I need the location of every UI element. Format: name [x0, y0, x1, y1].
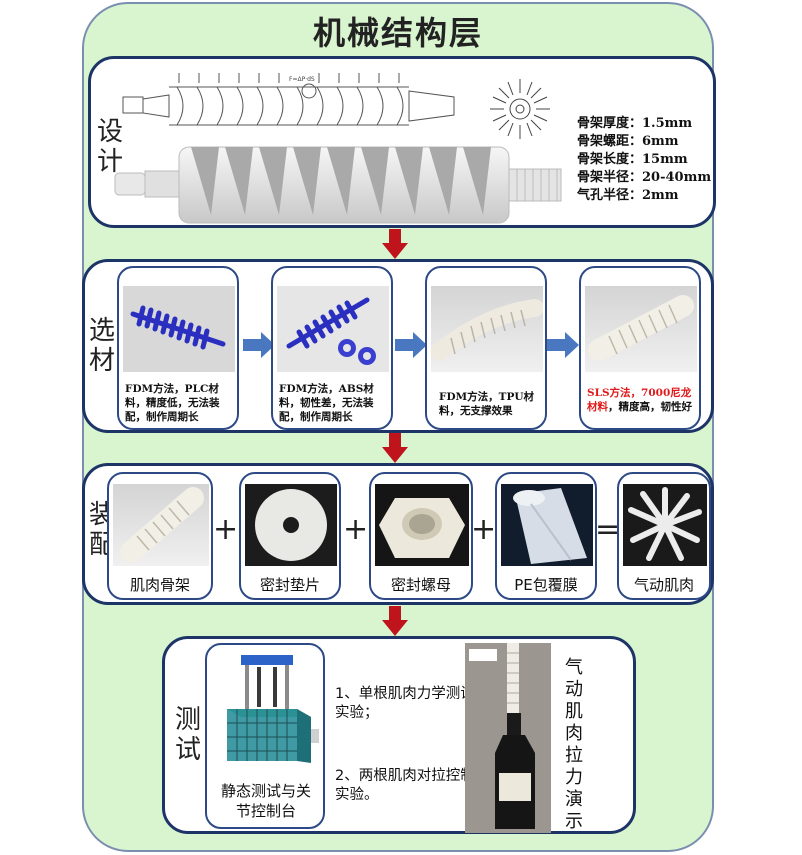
assembly-equals: = — [595, 512, 621, 547]
assembly-plus-2: + — [343, 512, 369, 547]
muscle-3d-render — [113, 143, 568, 227]
spec-pitch: 骨架螺距：6mm — [577, 134, 679, 149]
flow-arrow-down-2 — [382, 433, 408, 463]
page-title: 机械结构层 — [312, 14, 483, 52]
assembly-card-gasket: 密封垫片 — [239, 472, 341, 600]
pull-demo-caption: 气动肌肉拉力演示 — [565, 657, 583, 832]
material-caption-sls: SLS方法，7000尼龙材料，精度高，韧性好 — [587, 386, 699, 414]
assembly-plus-3: + — [471, 512, 497, 547]
material-section-label: 选材 — [88, 316, 115, 376]
material-card-pla: FDM方法，PLC材料，精度低，无法装配，制作周期长 — [117, 266, 239, 430]
blue-muscle-photo — [123, 286, 235, 372]
spec-hole-radius: 气孔半径：2mm — [577, 188, 679, 203]
result-muscles-photo — [623, 484, 707, 566]
assembly-card-nut: 密封螺母 — [369, 472, 473, 600]
material-caption-abs: FDM方法，ABS材料，韧性差，无法装配，制作周期长 — [279, 383, 374, 423]
assembly-label-film: PE包覆膜 — [514, 576, 578, 594]
flow-arrow-down-3 — [382, 606, 408, 636]
experiment-2: 2、两根肌肉对拉控制实验。 — [335, 768, 475, 803]
cross-section-drawing — [483, 67, 558, 142]
material-caption-pla: FDM方法，PLC材料，精度低，无法装配，制作周期长 — [125, 383, 220, 423]
skeleton-photo — [113, 484, 209, 566]
nut-photo — [375, 484, 469, 566]
flow-arrow-right-2 — [395, 332, 427, 358]
test-rig-render — [213, 653, 321, 765]
spec-radius: 骨架半径：20-40mm — [577, 170, 712, 185]
design-spec-list: 骨架厚度：1.5mm 骨架螺距：6mm 骨架长度：15mm 骨架半径：20-40… — [577, 115, 717, 205]
assembly-plus-1: + — [213, 512, 239, 547]
assembly-label-result: 气动肌肉 — [633, 576, 694, 594]
test-rig-caption: 静态测试与关节控制台 — [220, 782, 311, 820]
flow-arrow-right-3 — [547, 332, 579, 358]
assembly-label-gasket: 密封垫片 — [259, 576, 320, 594]
test-rig-card: 静态测试与关节控制台 — [205, 643, 325, 829]
experiment-list: 1、单根肌肉力学测试实验； 2、两根肌肉对拉控制实验。 — [335, 685, 475, 805]
flow-arrow-right-1 — [243, 332, 275, 358]
pull-demo-photo — [465, 643, 551, 833]
assembly-card-result: 气动肌肉 — [617, 472, 711, 600]
sls-muscle-photo — [585, 286, 697, 372]
abs-muscle-photo — [277, 286, 389, 372]
assembly-label-nut: 密封螺母 — [390, 576, 451, 594]
assembly-card-film: PE包覆膜 — [495, 472, 597, 600]
gasket-photo — [245, 484, 337, 566]
spec-thickness: 骨架厚度：1.5mm — [577, 116, 693, 131]
material-caption-sls-rest: ，精度高，韧性好 — [608, 401, 692, 413]
drawing-note: F=ΔP·dS — [289, 76, 315, 83]
assembly-card-skeleton: 肌肉骨架 — [107, 472, 213, 600]
material-caption-tpu: FDM方法，TPU材料，无支撑效果 — [439, 391, 535, 417]
material-card-abs: FDM方法，ABS材料，韧性差，无法装配，制作周期长 — [271, 266, 393, 430]
spec-length: 骨架长度：15mm — [577, 152, 688, 167]
material-card-sls: SLS方法，7000尼龙材料，精度高，韧性好 — [579, 266, 701, 430]
design-panel: 设计 F=ΔP·dS — [88, 56, 716, 228]
tpu-muscle-photo — [431, 286, 543, 372]
muscle-line-drawing: F=ΔP·dS — [119, 69, 464, 139]
film-photo — [501, 484, 593, 566]
testing-panel: 测试 静态测试与关节控制台 1、单根肌肉力学测试实验； 2、两根肌肉对拉控制实验… — [162, 636, 636, 834]
material-highlight-sls: SLS方法，7000尼龙材料 — [587, 387, 692, 413]
experiment-1: 1、单根肌肉力学测试实验； — [335, 686, 475, 721]
assembly-label-skeleton: 肌肉骨架 — [129, 576, 190, 594]
assembly-panel: 装配 肌肉骨架 + 密封垫片 + 密封螺母 + — [82, 463, 714, 605]
testing-section-label: 测试 — [174, 705, 201, 765]
material-card-tpu: FDM方法，TPU材料，无支撑效果 — [425, 266, 547, 430]
material-panel: 选材 FDM方法，PLC材料，精度低，无法装配，制作周期长 — [82, 259, 714, 433]
flow-arrow-down-1 — [382, 229, 408, 259]
design-section-label: 设计 — [96, 117, 123, 177]
